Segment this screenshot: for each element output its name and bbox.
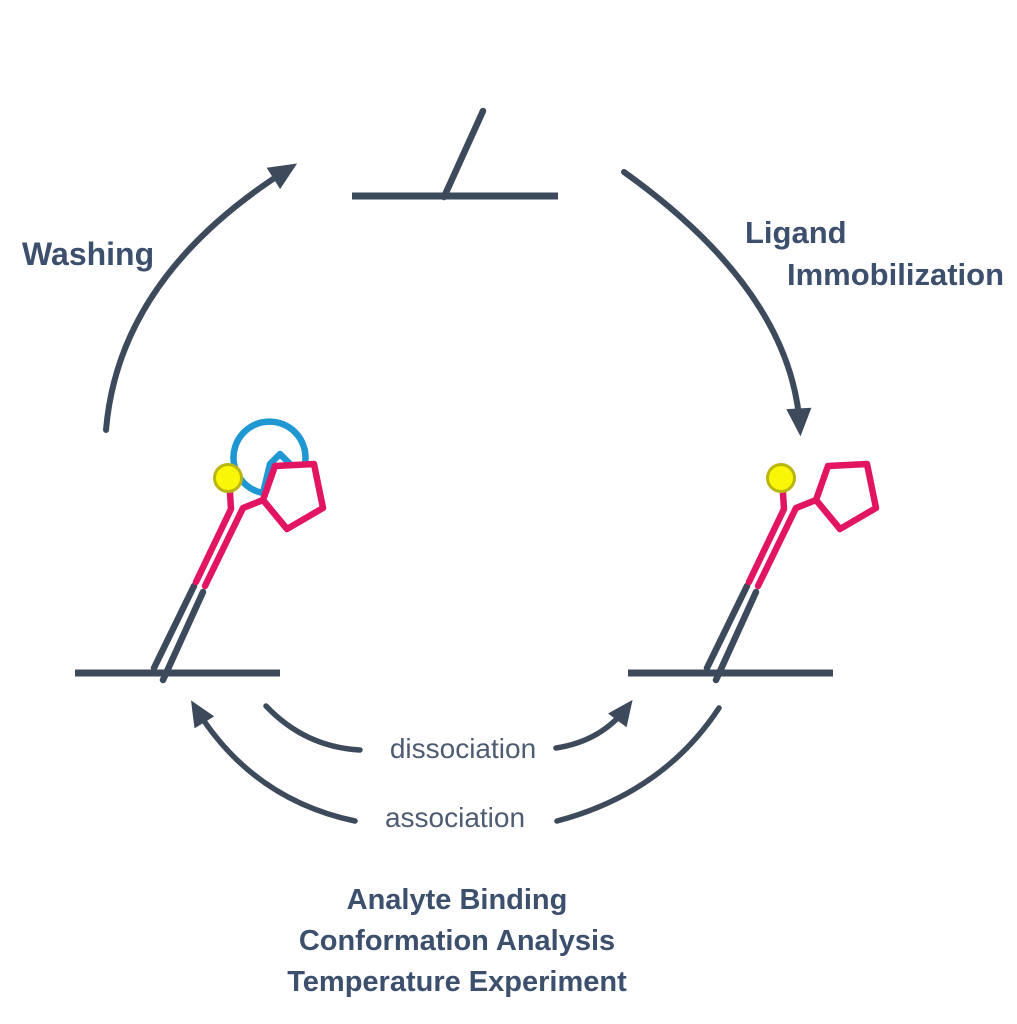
association-arrow-tail <box>554 705 722 824</box>
ligand-analyte-complex-sensor <box>75 418 323 680</box>
association-arrow-head <box>190 700 358 824</box>
bare-sensor-linker <box>440 107 487 201</box>
association-label: association <box>384 802 526 833</box>
washing-arrow <box>103 163 298 433</box>
dissociation-label: dissociation <box>389 733 537 764</box>
dissociation-arrow-head <box>553 699 633 751</box>
ligand-immobilization-label-line2: Immobilization <box>787 257 1004 292</box>
dissociation-arrow-tail <box>263 703 363 753</box>
analyte-pacman-icon <box>230 418 309 497</box>
ligand-immobilization-label-line1: Ligand <box>745 215 847 250</box>
ligand-immobilization-arrow <box>621 169 812 437</box>
experiment-list: Analyte Binding Conformation Analysis Te… <box>227 880 687 1003</box>
washing-label: Washing <box>22 236 155 272</box>
bare-sensor <box>352 107 558 201</box>
dissociation-arrow <box>263 699 633 753</box>
experiment-list-line3: Temperature Experiment <box>287 966 627 998</box>
experiment-list-line1: Analyte Binding <box>346 884 568 916</box>
experiment-list-line2: Conformation Analysis <box>298 925 616 957</box>
immobilized-ligand-right <box>628 464 876 680</box>
immobilized-ligand-left <box>75 464 323 680</box>
association-arrow <box>190 700 722 824</box>
